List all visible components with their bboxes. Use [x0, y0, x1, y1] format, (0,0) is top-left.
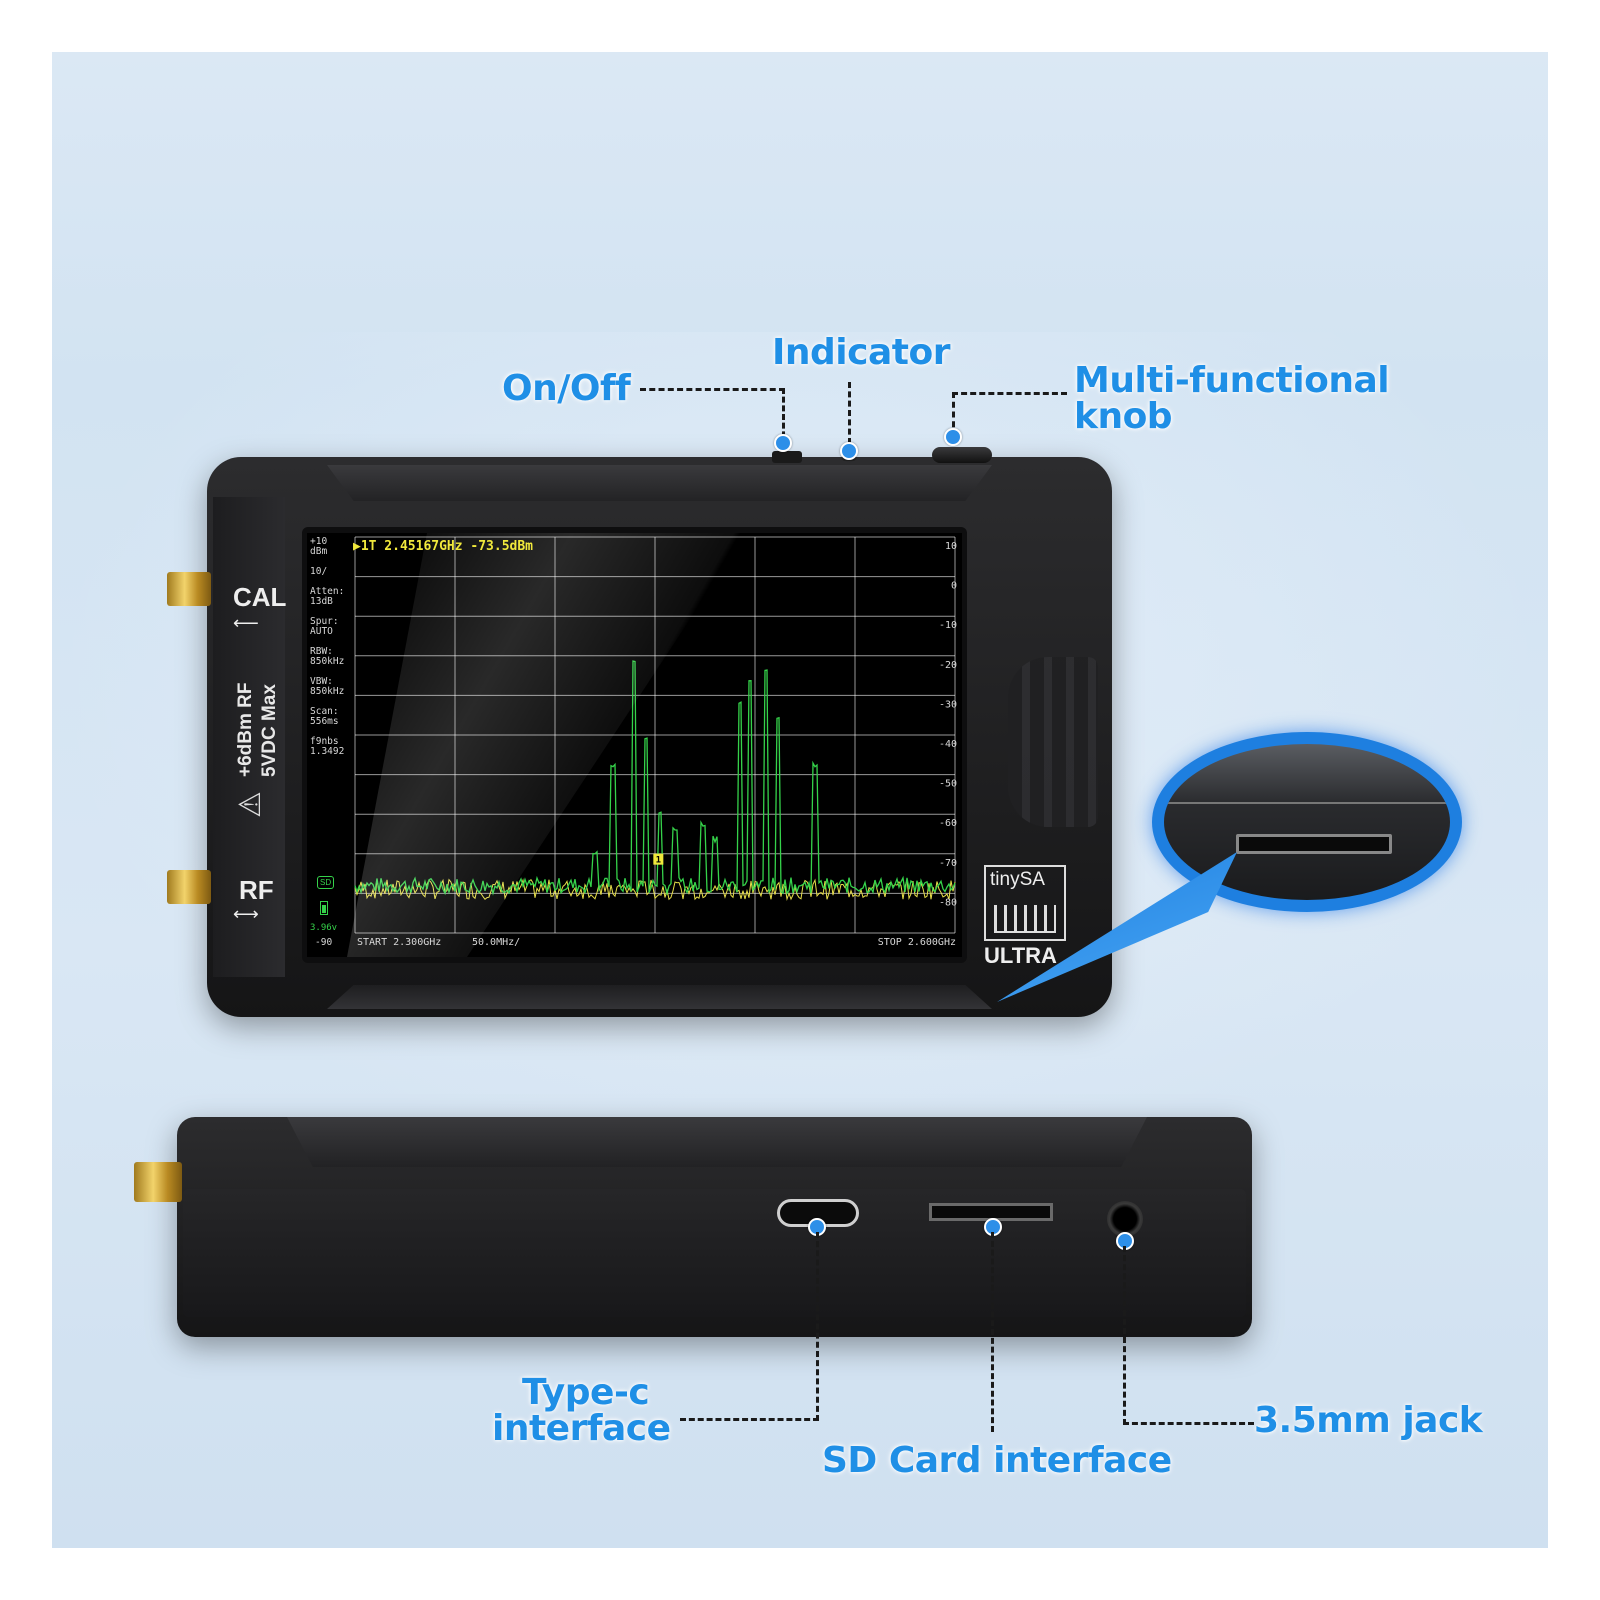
- callout-knob-2: knob: [1074, 396, 1173, 437]
- y-tick-label: -60: [939, 818, 957, 829]
- plot-grid: [354, 536, 956, 934]
- callout-jack: 3.5mm jack: [1254, 1400, 1483, 1441]
- spectrum-plot: 1 10 0 -10 -20 -30 -40 -50 -60 -70 -80: [354, 536, 957, 934]
- y-tick-label: 0: [951, 581, 957, 592]
- side-top-plate: [287, 1117, 1147, 1167]
- y-tick-label: -40: [939, 739, 957, 750]
- plot-traces: 1: [354, 660, 956, 901]
- side-param-value: AUTO: [310, 626, 333, 637]
- audio-jack[interactable]: [1107, 1201, 1143, 1237]
- y-tick-label: -10: [939, 620, 957, 631]
- dot-indicator: [840, 442, 858, 460]
- side-param-label: Spur:: [310, 616, 339, 627]
- leader-jack: [1123, 1246, 1254, 1425]
- power-switch[interactable]: [772, 451, 802, 463]
- side-param-value: 556ms: [310, 716, 339, 727]
- side-grip: [1008, 657, 1098, 827]
- callout-sd-card: SD Card interface: [822, 1440, 1172, 1481]
- cal-arrow-icon: ⟵: [233, 613, 259, 633]
- bottom-edge-plate: [327, 985, 992, 1009]
- callout-indicator: Indicator: [772, 332, 950, 373]
- dot-knob: [944, 428, 962, 446]
- side-unit: dBm: [310, 546, 328, 557]
- marker-1-label: 1: [656, 856, 661, 866]
- side-param-label: VBW:: [310, 676, 333, 687]
- side-connector: [134, 1162, 182, 1202]
- battery-voltage: 3.96v: [310, 923, 338, 933]
- rf-connector: [167, 870, 211, 904]
- side-param-label: f9nbs: [310, 736, 339, 747]
- dot-on-off: [774, 434, 792, 452]
- device-front: CAL ⟵ RF ⟷ +6dBm RF 5VDC Max ⚠ 1 10 0 -10 -…: [207, 447, 1112, 1017]
- marker-readout: ▶1T 2.45167GHz -73.5dBm: [353, 539, 534, 554]
- side-param-value: 850kHz: [310, 656, 345, 667]
- warning-icon: ⚠: [233, 791, 267, 818]
- leader-knob: [952, 392, 1067, 437]
- side-param-value: 13dB: [310, 596, 333, 607]
- side-param-label: Scan:: [310, 706, 339, 717]
- side-param-value: 1.3492: [310, 746, 345, 757]
- leader-sd: [991, 1232, 994, 1432]
- top-edge-plate: [327, 465, 992, 501]
- rf-arrow-icon: ⟷: [233, 904, 259, 924]
- brand-bars-icon: [994, 905, 1056, 933]
- leader-on-off: [640, 388, 785, 446]
- trace-yellow: [354, 878, 956, 901]
- leader-typec: [680, 1232, 819, 1421]
- side-param-value: 850kHz: [310, 686, 345, 697]
- device-side: [177, 1117, 1252, 1337]
- side-bottom-value: -90: [315, 937, 333, 948]
- side-param-label: RBW:: [310, 646, 333, 657]
- side-face: [183, 1189, 1246, 1317]
- y-tick-label: -70: [939, 858, 957, 869]
- magnified-sd-slot: [1236, 834, 1392, 854]
- y-tick-label: -80: [939, 897, 957, 908]
- battery-icon: [320, 901, 328, 915]
- spectrum-screen: 1 10 0 -10 -20 -30 -40 -50 -60 -70 -80 ▶1T 2.4516…: [307, 533, 962, 957]
- spec-line-1: +6dBm RF: [235, 682, 256, 778]
- rf-label: RF: [239, 875, 274, 905]
- brand-name: tinySA: [990, 869, 1045, 890]
- cal-connector: [167, 572, 211, 606]
- start-freq: START 2.300GHz: [357, 937, 442, 948]
- model-name: ULTRA: [984, 943, 1057, 968]
- y-tick-label: -30: [939, 699, 957, 710]
- per-division: 50.0MHz/: [472, 937, 521, 948]
- side-scale: 10/: [310, 566, 328, 577]
- callout-typec-1: Type-c: [522, 1372, 650, 1413]
- side-param-label: Atten:: [310, 586, 345, 597]
- product-scene: CAL ⟵ RF ⟷ +6dBm RF 5VDC Max ⚠ 1 10 0 -10 -…: [52, 52, 1548, 1548]
- side-top-value: +10: [310, 536, 328, 547]
- y-tick-label: -20: [939, 660, 957, 671]
- y-tick-labels: 10 0 -10 -20 -30 -40 -50 -60 -70 -80: [939, 541, 957, 908]
- brand-logo: tinySA: [984, 865, 1066, 941]
- callout-on-off: On/Off: [502, 368, 631, 409]
- left-label-panel: [213, 497, 285, 977]
- y-tick-label: 10: [945, 541, 957, 552]
- leader-indicator: [848, 382, 851, 444]
- stop-freq: STOP 2.600GHz: [877, 937, 956, 948]
- sd-badge: SD: [317, 876, 335, 889]
- trace-green: [354, 660, 956, 896]
- cal-label: CAL: [233, 582, 287, 612]
- callout-typec-2: interface: [492, 1408, 671, 1449]
- marker-1-box: [653, 853, 664, 865]
- spec-line-2: 5VDC Max: [259, 684, 280, 777]
- callout-knob-1: Multi-functional: [1074, 360, 1390, 401]
- y-tick-label: -50: [939, 779, 957, 790]
- multi-function-knob[interactable]: [932, 447, 992, 463]
